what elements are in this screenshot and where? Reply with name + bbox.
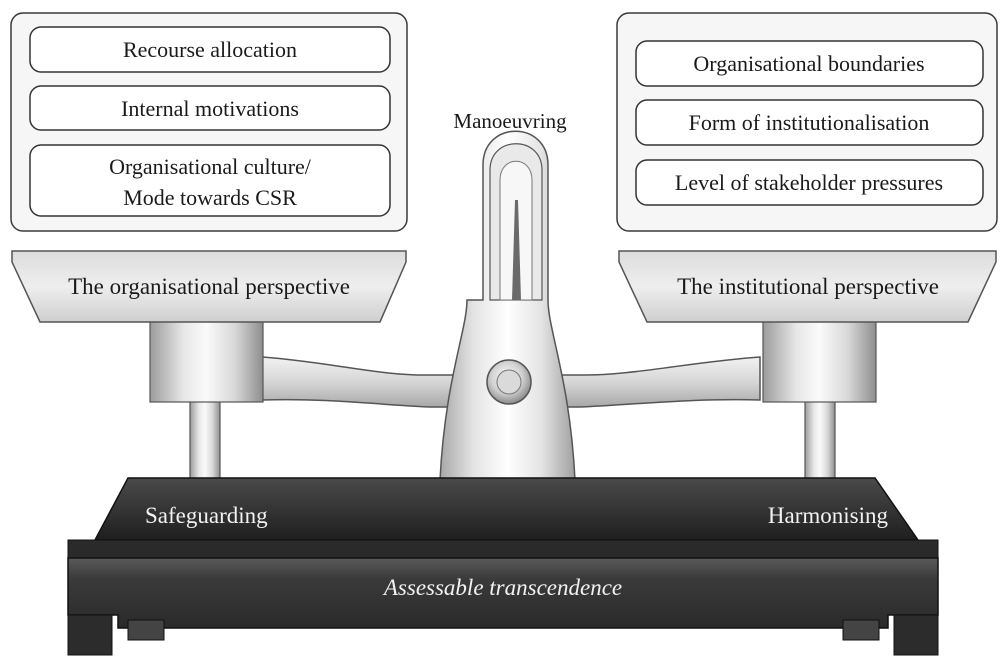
right-item-level-of-stakeholder-pressures: Level of stakeholder pressures	[675, 170, 943, 195]
right-content-panel: Organisational boundaries Form of instit…	[616, 12, 998, 232]
pillar-needle	[512, 200, 521, 300]
left-content-panel: Recourse allocation Internal motivations…	[10, 12, 408, 232]
base-top-edge	[67, 539, 939, 559]
base-label-harmonising: Harmonising	[768, 503, 889, 528]
base-label-assessable-transcendence: Assessable transcendence	[382, 575, 622, 600]
right-support-post	[804, 399, 836, 483]
left-item-box	[29, 26, 391, 73]
base-label-safeguarding: Safeguarding	[145, 503, 268, 528]
left-item-mode-towards-csr: Mode towards CSR	[123, 185, 297, 210]
right-item-box	[635, 159, 984, 206]
right-pan-cylinder	[762, 319, 877, 403]
right-item-organisational-boundaries: Organisational boundaries	[693, 51, 924, 76]
left-item-resource-allocation: Recourse allocation	[123, 37, 297, 62]
pillar-label-manoeuvring: Manoeuvring	[453, 109, 567, 133]
base-foot-right-inner	[842, 619, 880, 641]
scale-base: Safeguarding Harmonising Assessable tran…	[67, 477, 939, 656]
right-pan-assembly: The institutional perspective	[618, 250, 997, 483]
right-item-form-of-institutionalisation: Form of institutionalisation	[689, 110, 930, 135]
left-item-organisational-culture: Organisational culture/	[109, 154, 312, 179]
right-item-box	[635, 40, 984, 87]
center-pillar: Manoeuvring	[439, 109, 576, 481]
left-item-box	[29, 85, 391, 131]
left-support-post	[189, 399, 221, 483]
base-foot-right	[893, 614, 939, 656]
right-pan	[618, 250, 997, 323]
left-item-box	[29, 144, 391, 217]
right-pan-label: The institutional perspective	[677, 274, 939, 299]
left-pan	[11, 250, 407, 323]
base-foot-left-inner	[127, 619, 165, 641]
left-pan-label: The organisational perspective	[68, 274, 350, 299]
right-item-box	[635, 99, 984, 146]
left-pan-cylinder	[149, 319, 264, 403]
pivot-knob-center	[496, 369, 522, 395]
base-foot-left	[67, 614, 113, 656]
left-item-internal-motivations: Internal motivations	[121, 96, 299, 121]
left-pan-assembly: The organisational perspective	[11, 250, 407, 483]
